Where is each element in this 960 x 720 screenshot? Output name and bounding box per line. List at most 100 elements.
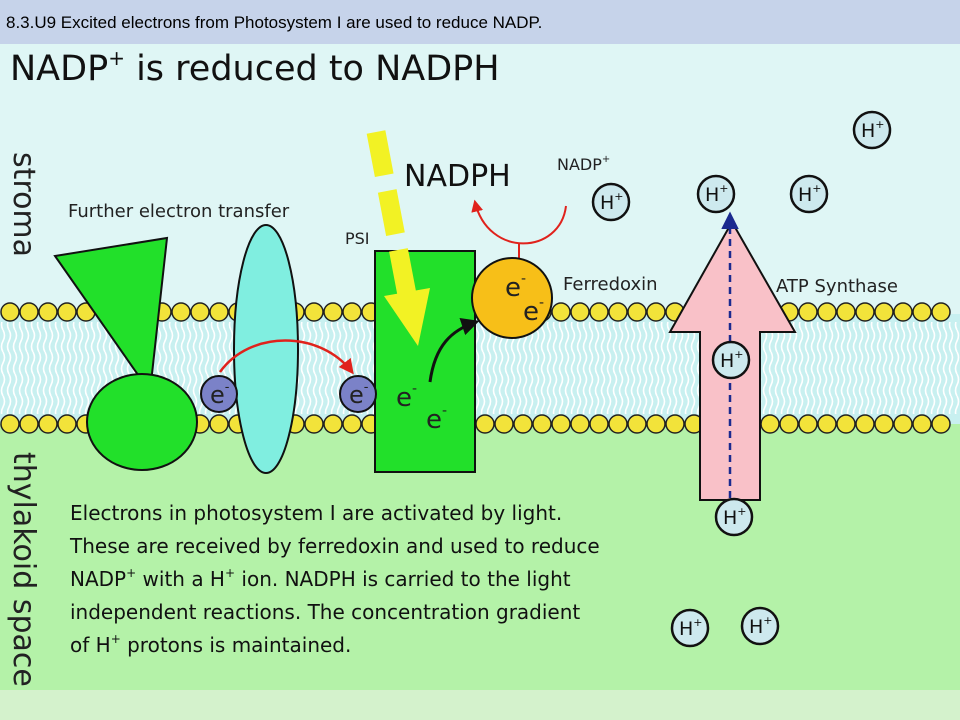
lipid-head (893, 302, 913, 322)
lipid-head (19, 302, 39, 322)
thylakoid-label: thylakoid space (6, 452, 41, 687)
svg-text:H+: H+ (798, 182, 822, 206)
psi-electron-2: e- (426, 403, 447, 435)
lipid-head (57, 302, 77, 322)
svg-text:H+: H+ (723, 505, 747, 529)
lipid-head (779, 414, 799, 434)
lipid-head (646, 414, 666, 434)
svg-text:H+: H+ (861, 118, 885, 142)
proton: H+ (740, 606, 780, 646)
lipid-head (342, 414, 362, 434)
lipid-head (912, 414, 932, 434)
proton: H+ (852, 110, 892, 150)
lipid-head (893, 414, 913, 434)
lipid-head (627, 302, 647, 322)
electron-circle-2: e- (339, 375, 377, 413)
description-line-2: These are received by ferredoxin and use… (69, 534, 600, 558)
lipid-head (836, 414, 856, 434)
proton: H+ (670, 608, 710, 648)
lipid-head (551, 414, 571, 434)
lipid-head (874, 414, 894, 434)
lipid-head (855, 302, 875, 322)
electron-transfer-arrow (218, 339, 354, 375)
plastocyanin-complex (233, 224, 299, 474)
lipid-head (551, 302, 571, 322)
lipid-head (912, 302, 932, 322)
lipid-head (323, 414, 343, 434)
proton: H+ (696, 174, 736, 214)
proton: H+ (711, 340, 751, 380)
psi-to-ferredoxin-arrow (428, 318, 480, 383)
lipid-head (513, 414, 533, 434)
ferredoxin (471, 257, 553, 339)
lipid-head (855, 414, 875, 434)
nadp-reduction-arrow (471, 199, 567, 245)
lipid-head (627, 414, 647, 434)
lipid-head (931, 414, 951, 434)
lipid-head (494, 414, 514, 434)
description-line-1: Electrons in photosystem I are activated… (70, 501, 562, 525)
svg-text:H+: H+ (679, 616, 703, 640)
svg-text:H+: H+ (705, 182, 729, 206)
psi-electron-1: e- (396, 381, 417, 413)
lipid-head (570, 414, 590, 434)
lipid-head (304, 414, 324, 434)
psi-label: PSI (345, 229, 370, 248)
title-nadp: NADP (10, 49, 108, 89)
proton: H+ (714, 497, 754, 537)
ferredoxin-label: Ferredoxin (563, 274, 658, 295)
header-caption: 8.3.U9 Excited electrons from Photosyste… (6, 13, 543, 32)
description-text: Electrons in photosystem I are activated… (69, 501, 600, 657)
lipid-head (798, 302, 818, 322)
lipid-head (304, 302, 324, 322)
lipid-head (190, 302, 210, 322)
lipid-head (817, 302, 837, 322)
description-line-5: of H+ protons is maintained. (70, 632, 351, 657)
lipid-head (38, 302, 58, 322)
lipid-head (760, 414, 780, 434)
lipid-head (798, 414, 818, 434)
title-rest: is reduced to NADPH (125, 49, 500, 89)
lipid-head (931, 302, 951, 322)
cytochrome-complex (53, 236, 198, 471)
lipid-head (475, 414, 495, 434)
lipid-head (38, 414, 58, 434)
lipid-head (57, 414, 77, 434)
svg-text:H+: H+ (749, 614, 773, 638)
lipid-head (646, 302, 666, 322)
lipid-head (836, 302, 856, 322)
lipid-head (608, 302, 628, 322)
atp-synthase-label: ATP Synthase (776, 276, 898, 297)
lipid-head (608, 414, 628, 434)
nadp-label: NADP+ (557, 154, 610, 174)
ferredoxin-electron-2: e- (523, 295, 544, 327)
slide-title: NADP+ is reduced to NADPH (10, 46, 500, 89)
bottom-strip (0, 690, 960, 720)
lipid-head (209, 302, 229, 322)
svg-text:H+: H+ (600, 190, 624, 214)
svg-text:H+: H+ (720, 348, 744, 372)
psi-complex (374, 250, 476, 473)
lipid-head (342, 302, 362, 322)
lipid-head (589, 302, 609, 322)
nadph-label: NADPH (404, 159, 511, 194)
ferredoxin-electron-1: e- (505, 271, 526, 303)
lipid-head (665, 414, 685, 434)
description-line-3: NADP+ with a H+ ion. NADPH is carried to… (70, 566, 571, 591)
proton: H+ (789, 174, 829, 214)
lipid-head (589, 414, 609, 434)
title-sup: + (108, 46, 125, 70)
svg-text:e-: e- (210, 380, 230, 409)
lipid-head (171, 302, 191, 322)
lipid-head (570, 302, 590, 322)
lipid-head (817, 414, 837, 434)
proton: H+ (591, 182, 631, 222)
protons: H+ H+ H+ H+ H+ H+ H+ H+ (591, 110, 892, 648)
lipid-head (19, 414, 39, 434)
electron-circle-1: e- (200, 375, 238, 413)
description-line-4: independent reactions. The concentration… (70, 600, 580, 624)
lipid-head (209, 414, 229, 434)
light-arrow (366, 130, 430, 346)
lipid-head (0, 414, 20, 434)
